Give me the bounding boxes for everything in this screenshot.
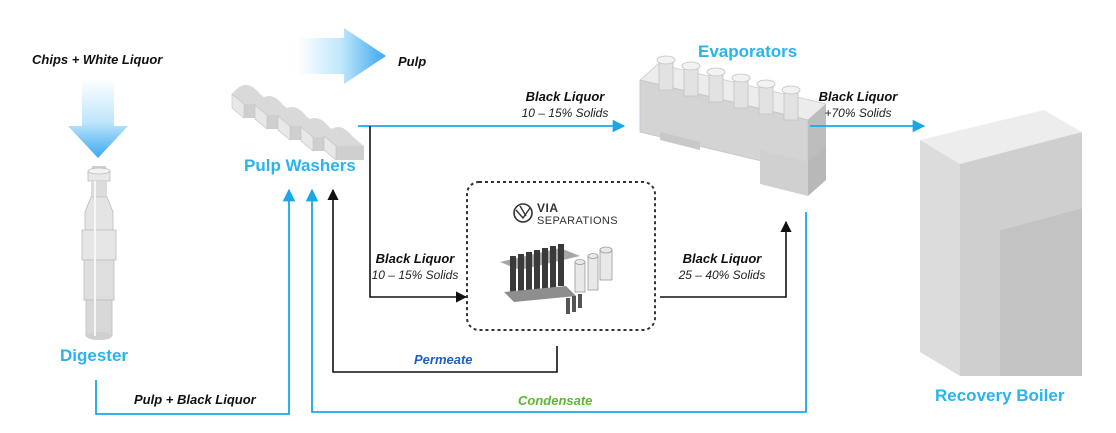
condensate-label: Condensate bbox=[518, 393, 593, 408]
via-logo-sub: SEPARATIONS bbox=[537, 215, 619, 227]
recovery-boiler-title: Recovery Boiler bbox=[935, 386, 1065, 405]
evap-boiler-liquor-label: Black Liquor bbox=[818, 89, 898, 104]
recovery-boiler-unit bbox=[920, 110, 1082, 376]
via-separations-box bbox=[466, 181, 656, 331]
via-evap-solids-label: 25 – 40% Solids bbox=[678, 268, 766, 282]
digester-vessel bbox=[81, 166, 117, 340]
flow-lines bbox=[95, 119, 926, 415]
pulp-output-arrow bbox=[298, 28, 386, 84]
washers-evap-liquor-label: Black Liquor bbox=[525, 89, 605, 104]
washers-via-solids-label: 10 – 15% Solids bbox=[371, 268, 459, 282]
permeate-label: Permeate bbox=[414, 352, 473, 367]
digester-title: Digester bbox=[60, 346, 129, 365]
washers-via-liquor-label: Black Liquor bbox=[375, 251, 455, 266]
pulp-label: Pulp bbox=[398, 54, 427, 69]
pulp-black-liquor-label: Pulp + Black Liquor bbox=[134, 392, 256, 407]
chips-white-liquor-label: Chips + White Liquor bbox=[32, 52, 163, 67]
pulp-washers-units bbox=[231, 85, 364, 161]
evaporators-title: Evaporators bbox=[698, 42, 798, 61]
evap-boiler-solids-label: +70% Solids bbox=[824, 106, 892, 120]
chips-input-arrow bbox=[68, 78, 128, 158]
washers-evap-solids-label: 10 – 15% Solids bbox=[521, 106, 609, 120]
evaporators-unit bbox=[639, 55, 827, 196]
via-evap-liquor-label: Black Liquor bbox=[682, 251, 762, 266]
via-logo-name: VIA bbox=[537, 201, 559, 215]
pulp-washers-title: Pulp Washers bbox=[244, 156, 356, 175]
